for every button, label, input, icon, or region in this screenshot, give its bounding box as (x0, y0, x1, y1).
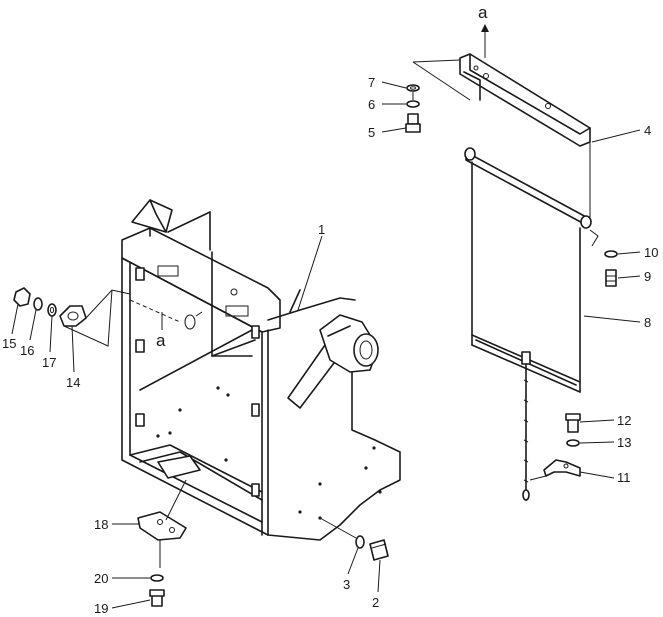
callout-2: 2 (372, 595, 379, 610)
bracket-assembly-line-2 (412, 61, 471, 101)
callout-12: 12 (617, 413, 631, 428)
bottom-bracket (137, 511, 187, 607)
callout-17: 17 (42, 355, 56, 370)
callout-5: 5 (368, 125, 375, 140)
callout-4: 4 (644, 123, 651, 138)
bolt-washer-stack-upper (405, 84, 421, 133)
bracket-assembly-line (412, 59, 461, 63)
side-mount-arm (287, 314, 379, 409)
callout-13: 13 (617, 435, 631, 450)
callouts: 1 2 3 4 5 6 7 8 9 10 11 12 13 14 15 16 1 (2, 75, 658, 616)
cover-plate-line-a (85, 289, 131, 319)
callout-11: 11 (617, 470, 631, 485)
bolt-washer-bottom-right (319, 517, 389, 561)
cover-plate (59, 305, 87, 327)
callout-6: 6 (368, 97, 375, 112)
radiator-frame (121, 199, 401, 541)
cover-plate-line-b (63, 289, 113, 347)
callout-14: 14 (66, 375, 80, 390)
callout-7: 7 (368, 75, 375, 90)
screen-washer-line (589, 229, 599, 247)
callout-3: 3 (343, 577, 350, 592)
callout-16: 16 (20, 343, 34, 358)
callout-10: 10 (644, 245, 658, 260)
callout-9: 9 (644, 269, 651, 284)
bolt-washer-left (13, 287, 57, 317)
callout-8: 8 (644, 315, 651, 330)
bolt-washer-right (604, 250, 618, 287)
callout-19: 19 (94, 601, 108, 616)
reference-arrow: a (478, 3, 489, 58)
radiator-screen (464, 147, 592, 501)
lower-clip-assembly (529, 413, 581, 481)
bottom-bracket-line (165, 479, 187, 521)
callout-1: 1 (318, 222, 325, 237)
callout-20: 20 (94, 571, 108, 586)
callout-18: 18 (94, 517, 108, 532)
callout-15: 15 (2, 336, 16, 351)
reference-mark-a-lower: a (156, 331, 166, 350)
reference-target: a (129, 299, 203, 350)
top-bracket (459, 53, 591, 147)
reference-mark-a-upper: a (478, 3, 488, 22)
